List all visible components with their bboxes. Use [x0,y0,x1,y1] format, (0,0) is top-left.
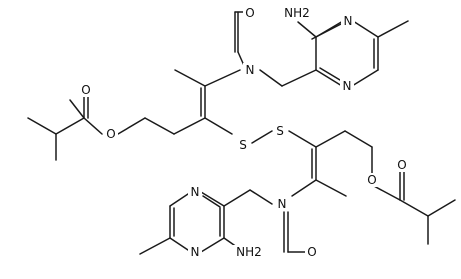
sulfur-right: S [276,124,284,138]
pyrimidine-nitrogen-1-top: N [344,14,353,28]
pyrimidine-nitrogen-3-top: N [343,79,352,93]
bond-lines [27,11,456,255]
formyl-oxygen-bottom: O [307,245,316,259]
ester-carbonyl-oxygen-right: O [397,158,406,172]
pyrimidine-nitrogen-1-bottom: N [191,185,200,199]
amino-group-bottom: NH2 [236,245,262,259]
atom-labels: O N NH2 N N O O S S N N N NH2 O O O [79,6,409,259]
formyl-oxygen-top: O [245,6,254,20]
ester-oxygen-left: O [106,127,115,141]
amine-nitrogen-bottom: N [278,197,287,211]
amine-nitrogen-top: N [246,63,255,77]
ester-oxygen-right: O [367,173,376,187]
amino-group-top: NH2 [284,6,310,20]
ester-carbonyl-oxygen-left: O [81,83,90,97]
sulfur-left: S [239,138,247,152]
pyrimidine-nitrogen-3-bottom: N [191,245,200,259]
